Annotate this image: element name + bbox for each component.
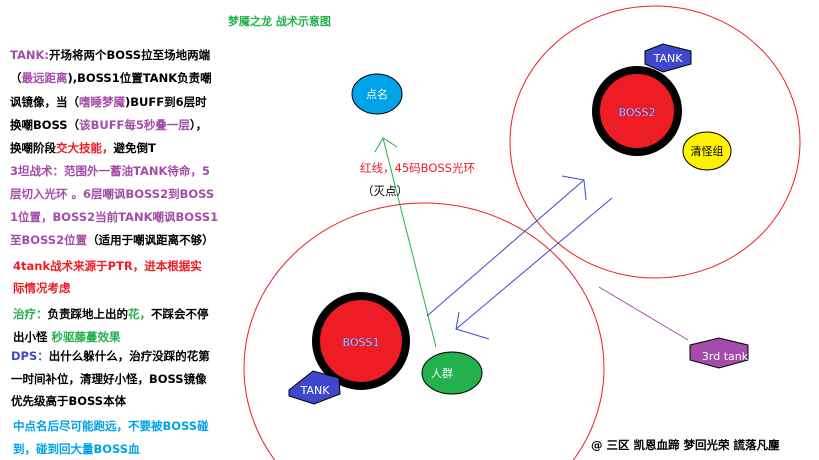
note-text: DPS： bbox=[11, 349, 49, 363]
note-text: 最远距离 bbox=[21, 71, 68, 85]
note-line: 讽镜像，当（嗜睡梦魇)BUFF到6层时 bbox=[10, 94, 207, 110]
note-text: ）， bbox=[189, 118, 208, 132]
note-line: 际情况考虑 bbox=[13, 281, 71, 295]
note-text: 秒驱藤蔓效果 bbox=[51, 330, 121, 344]
adds-group: 清怪组 bbox=[682, 131, 732, 171]
note-text: 开场将两个BOSS拉至场地两端 bbox=[49, 48, 211, 62]
note-text: 花， bbox=[128, 307, 151, 321]
crowd-group: 人群 bbox=[421, 351, 483, 395]
note-text: 避免倒T bbox=[113, 141, 156, 155]
note-text: 换嘲阶段 bbox=[10, 141, 56, 155]
note-text: 出什么躲什么，治疗没踩的花第 bbox=[48, 349, 210, 363]
note-text: TANK: bbox=[10, 48, 49, 62]
note-line: TANK:开场将两个BOSS拉至场地两端 bbox=[10, 47, 210, 63]
note-line: 到，碰到回大量BOSS血 bbox=[13, 442, 140, 456]
boss1: BOSS1 bbox=[312, 292, 410, 390]
diagram-title: 梦魇之龙 战术示意图 bbox=[228, 15, 331, 28]
note-text: )BUFF到6层时 bbox=[125, 95, 207, 109]
note-line: 中点名后尽可能跑远，不要被BOSS碰 bbox=[13, 419, 209, 433]
note-text: 出小怪 bbox=[13, 330, 52, 344]
blue-arrow-out bbox=[426, 175, 587, 317]
boss1-label: BOSS1 bbox=[343, 336, 380, 349]
note-text: 治疗： bbox=[13, 307, 48, 321]
note-line: DPS：出什么躲什么，治疗没踩的花第 bbox=[11, 348, 210, 364]
wipe-note: （灭点） bbox=[362, 184, 408, 198]
note-line: 换嘲BOSS（该BUFF每5秒叠一层）， bbox=[10, 117, 207, 133]
note-text: 该BUFF每5秒叠一层 bbox=[79, 118, 190, 132]
purple-line bbox=[598, 286, 689, 341]
note-text: 换嘲BOSS（ bbox=[10, 118, 80, 132]
tank2-label: TANK bbox=[653, 52, 684, 65]
mark-label: 点名 bbox=[366, 87, 388, 101]
note-text: ),BOSS1位置TANK负责嘲 bbox=[67, 71, 212, 85]
note-text: （适用于嘲讽距离不够） bbox=[87, 233, 214, 247]
boss1-aura-ring bbox=[243, 202, 605, 460]
note-line: 至BOSS2位置（适用于嘲讽距离不够） bbox=[10, 232, 214, 248]
note-line: 治疗：负责踩地上出的花，不踩会不停 bbox=[13, 306, 209, 322]
boss2-aura-ring bbox=[509, 5, 801, 279]
note-line: 优先级高于BOSS本体 bbox=[11, 394, 127, 408]
tank2-marker: TANK bbox=[644, 43, 692, 73]
note-line: 1位置，BOSS2当前TANK嘲讽BOSS1 bbox=[10, 210, 219, 224]
note-line: 层切入光环 。6层嘲讽BOSS2到BOSS bbox=[10, 187, 215, 201]
note-line: 出小怪 秒驱藤蔓效果 bbox=[13, 329, 121, 345]
note-text: 讽镜像，当（ bbox=[10, 95, 79, 109]
note-text: （ bbox=[10, 71, 22, 85]
note-line: 一时间补位，清理好小怪，BOSS镜像 bbox=[11, 372, 207, 386]
note-line: 3坦战术：范围外一蓄油TANK待命，5 bbox=[10, 164, 210, 178]
note-line: 4tank战术来源于PTR，进本根据实 bbox=[13, 259, 202, 273]
crowd-label: 人群 bbox=[431, 366, 453, 380]
boss2-label: BOSS2 bbox=[619, 106, 656, 119]
note-text: 负责踩地上出的 bbox=[47, 307, 129, 321]
note-line: 换嘲阶段交大技能，避免倒T bbox=[10, 140, 156, 156]
tank1-marker: TANK bbox=[288, 370, 341, 405]
third-tank-marker: 3rd tank bbox=[689, 337, 749, 369]
note-text: 不踩会不停 bbox=[151, 307, 209, 321]
note-line: （最远距离),BOSS1位置TANK负责嘲 bbox=[10, 70, 212, 86]
mark-player: 点名 bbox=[351, 73, 403, 115]
third-tank-label: 3rd tank bbox=[702, 350, 749, 363]
note-text: 嗜睡梦魇 bbox=[79, 95, 125, 109]
green-arrow bbox=[374, 137, 437, 348]
note-text: 至BOSS2位置 bbox=[10, 233, 88, 247]
author-credit: @ 三区 凯恩血蹄 梦回光荣 謊落凡塵 bbox=[591, 438, 780, 452]
tank1-label: TANK bbox=[300, 384, 331, 397]
blue-arrow-in bbox=[455, 197, 613, 340]
adds-label: 清怪组 bbox=[691, 144, 724, 158]
note-text: 交大技能， bbox=[56, 141, 114, 155]
boss2: BOSS2 bbox=[592, 66, 682, 156]
aura-note: 红线，45码BOSS光环 bbox=[360, 161, 475, 175]
